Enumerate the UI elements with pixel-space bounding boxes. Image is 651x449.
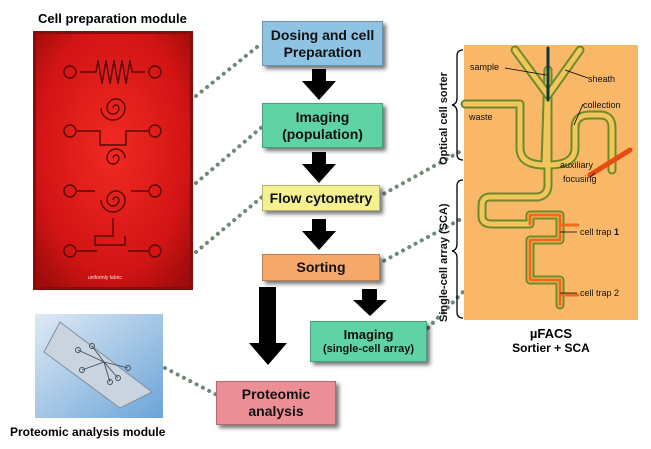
svg-text:uniformly fabric: uniformly fabric [88,275,122,281]
imaging-sca-box: Imaging (single-cell array) [310,321,427,362]
flow-cytometry-box: Flow cytometry [262,185,380,211]
sheath-label: sheath [588,74,616,84]
dosing-label: Dosing and cell Preparation [270,26,375,60]
imaging-population-line1: Imaging [295,108,350,125]
cell-trap-1-text: cell trap [580,227,612,237]
imaging-population-box: Imaging (population) [262,103,383,148]
sorting-label: Sorting [296,259,346,275]
sample-label: sample [470,62,500,72]
proteomic-line1: Proteomic [241,386,311,402]
proteomic-module-title: Proteomic analysis module [10,425,166,439]
auxiliary-label: auxiliary [560,160,594,170]
optical-sorter-label: Optical cell sorter [438,72,450,165]
proteomic-box: Proteomic analysis [216,381,336,425]
sorting-box: Sorting [262,254,380,281]
connector-lines [163,41,465,397]
flow-arrows [249,69,387,365]
ufacs-caption-line2: Sortier + SCA [512,341,590,355]
ufacs-chip [451,45,638,320]
sca-label: Single-cell array (SCA) [438,203,450,322]
proteomic-chip [35,314,163,418]
cell-trap-2-label: cell trap 2 [580,288,620,298]
imaging-population-line2: (population) [282,125,363,142]
ufacs-caption-line1: µFACS [529,326,573,341]
proteomic-line2: analysis [248,403,304,419]
cell-trap-1-label: cell trap 1 [580,227,619,237]
imaging-sca-line2: (single-cell array) [322,342,415,355]
cell-prep-module-title: Cell preparation module [38,11,187,26]
waste-label: waste [469,112,493,122]
cell-trap-1-number: 1 [614,227,620,237]
flow-cytometry-label: Flow cytometry [269,189,373,206]
cell-prep-chip: uniformly fabric [33,31,193,290]
ufacs-caption: µFACS Sortier + SCA [486,326,616,356]
imaging-sca-line1: Imaging [343,326,394,342]
focusing-label: focusing [563,174,597,184]
collection-label: collection [583,100,621,110]
dosing-box: Dosing and cell Preparation [262,21,383,66]
